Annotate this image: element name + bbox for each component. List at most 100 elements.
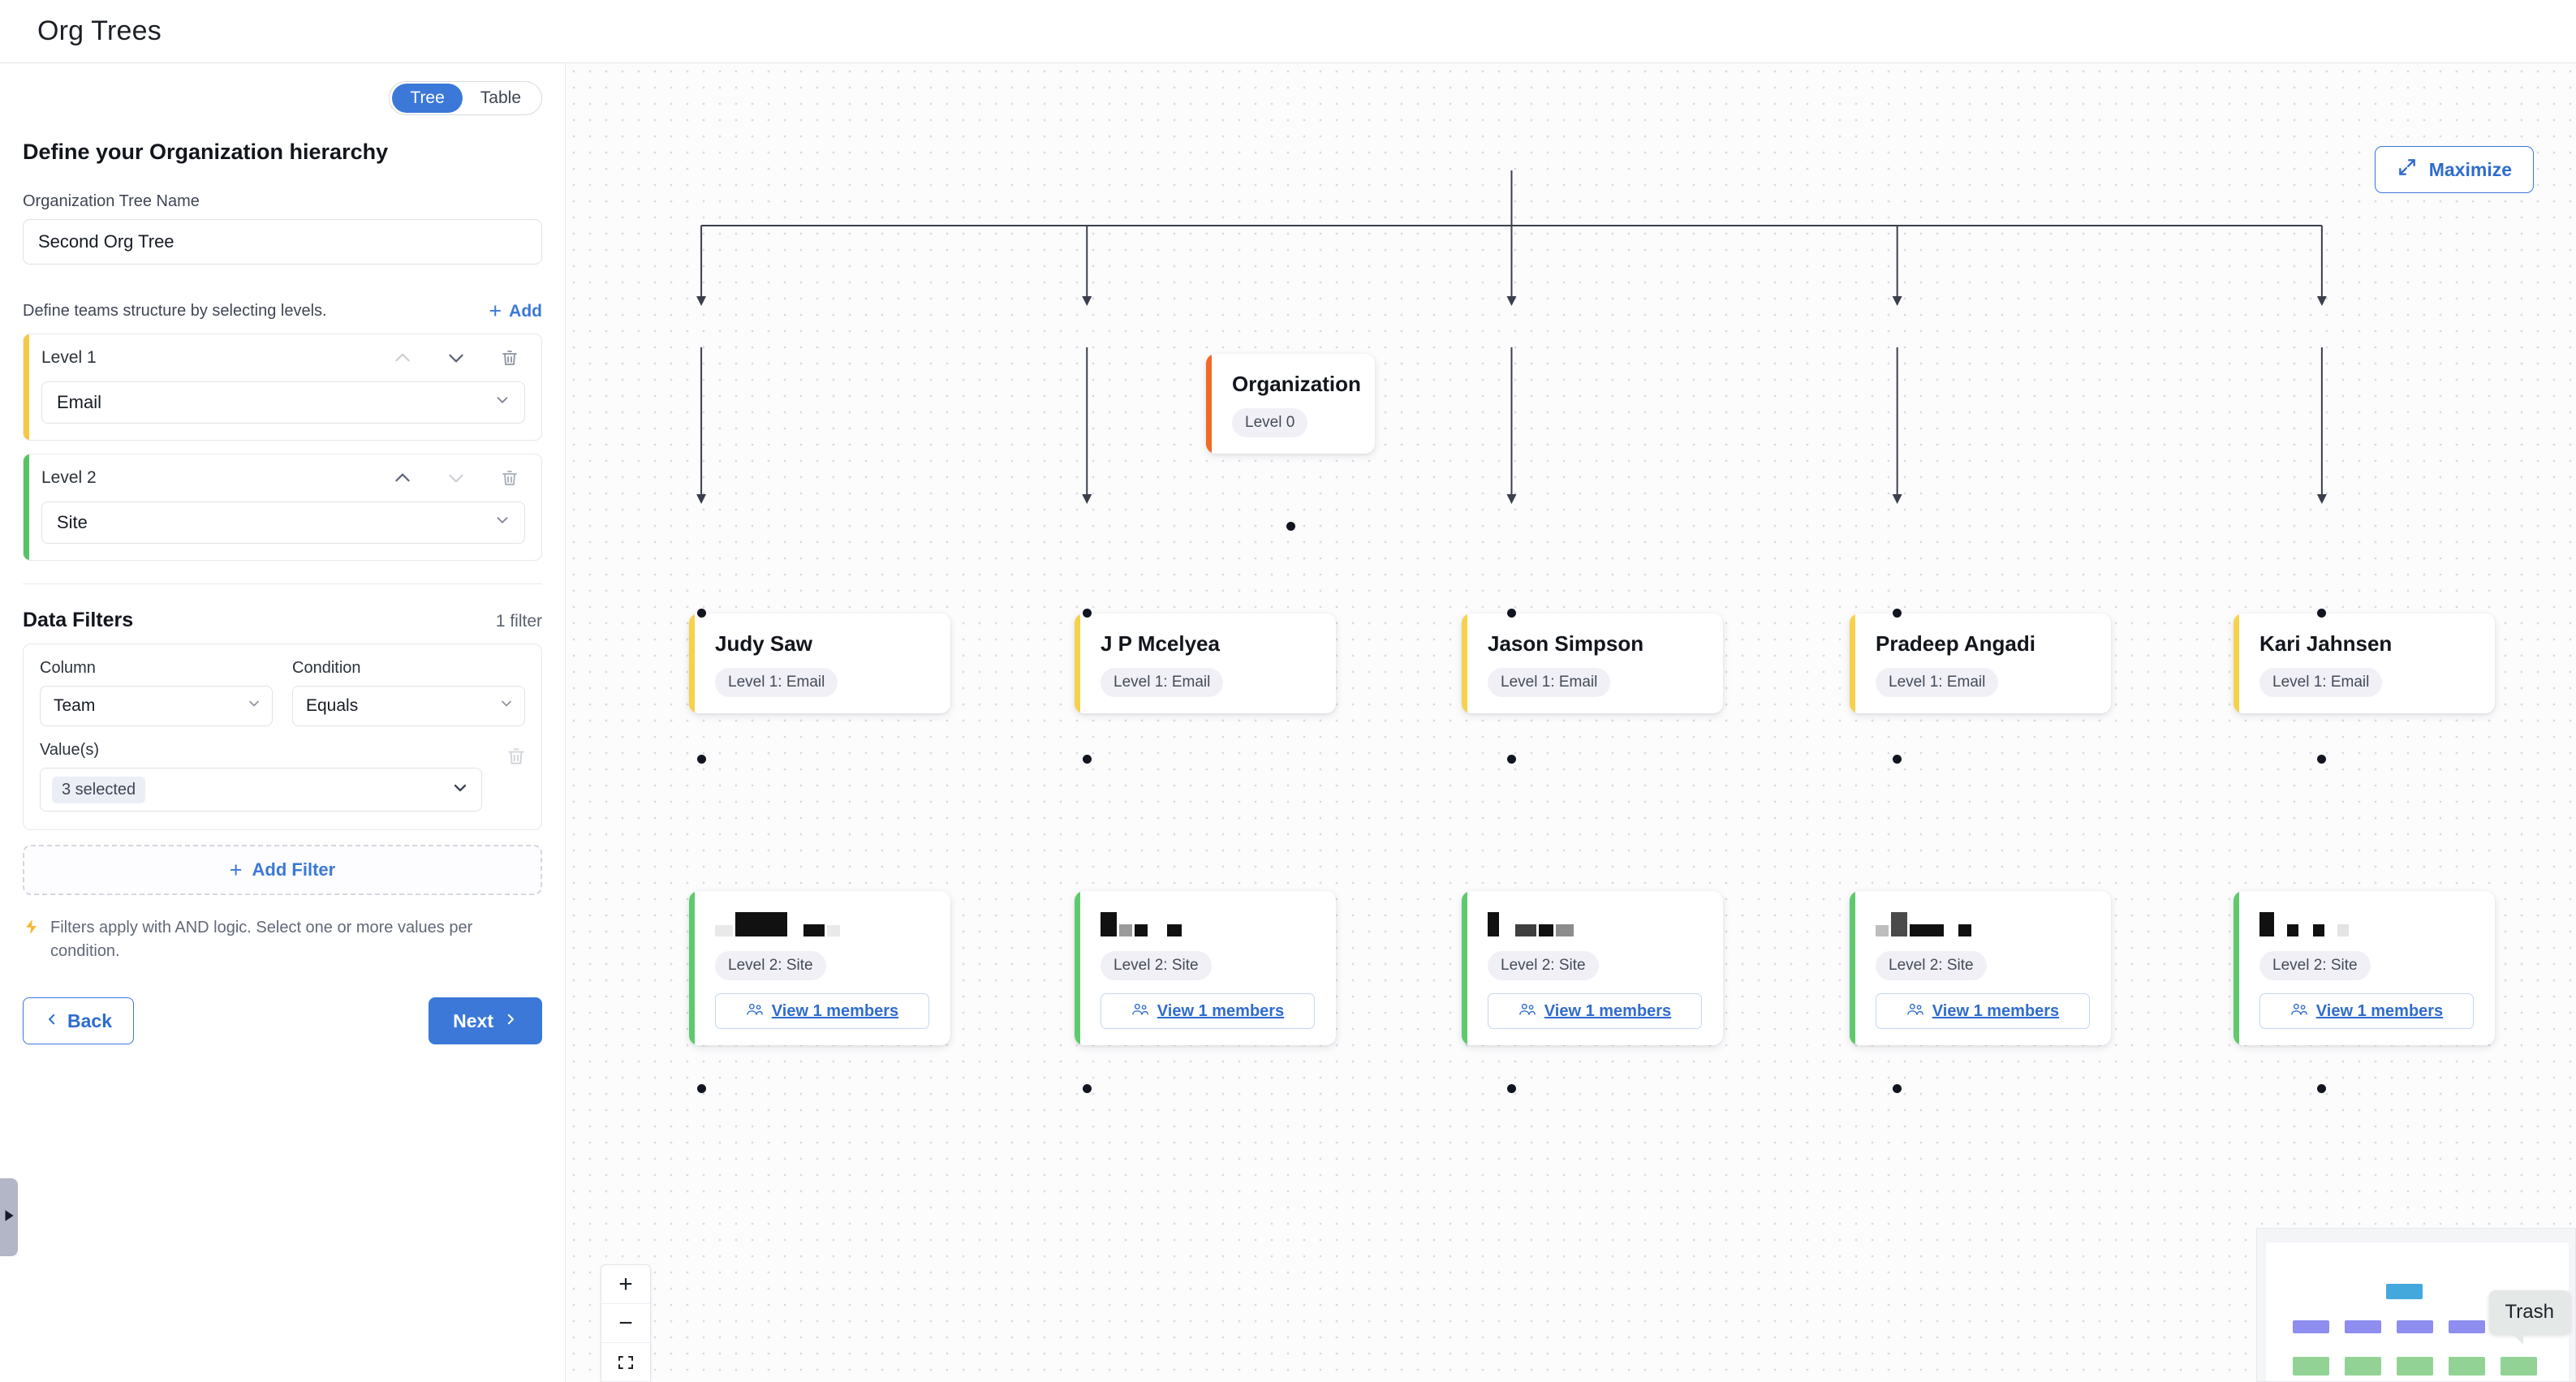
org-node-level2[interactable]: Level 2: Site View 1 members (1850, 891, 2111, 1045)
node-handle-dot[interactable] (1083, 755, 1092, 764)
delete-filter-icon[interactable] (506, 745, 527, 772)
level-card-2: Level 2 Site (23, 454, 542, 561)
filter-condition-select[interactable]: Equals (292, 686, 525, 726)
minimap-node-level1 (2449, 1320, 2485, 1333)
filter-condition-value: Equals (306, 696, 359, 715)
fit-view-button[interactable] (601, 1343, 650, 1382)
canvas-minimap[interactable]: Trash (2256, 1228, 2576, 1382)
node-handle-dot[interactable] (697, 609, 706, 618)
minimap-node-level2 (2449, 1357, 2485, 1376)
node-handle-dot[interactable] (2317, 609, 2326, 618)
org-node-level2[interactable]: Level 2: Site View 1 members (1462, 891, 1723, 1045)
node-handle-dot[interactable] (1893, 1084, 1902, 1093)
level-2-value: Site (57, 512, 88, 532)
expand-icon (2397, 157, 2418, 183)
org-node-root[interactable]: Organization Level 0 (1206, 354, 1375, 454)
view-members-button[interactable]: View 1 members (1876, 993, 2090, 1029)
trash-tooltip: Trash (2488, 1290, 2570, 1345)
org-tree-canvas[interactable]: Maximize (566, 63, 2576, 1382)
minimap-node-level1 (2397, 1320, 2433, 1333)
add-filter-label: Add Filter (252, 859, 336, 880)
filter-values-field: Value(s) 3 selected (40, 741, 482, 812)
level-1-value: Email (57, 392, 102, 412)
node-handle-dot[interactable] (1083, 1084, 1092, 1093)
node-handle-dot[interactable] (1083, 609, 1092, 618)
maximize-button[interactable]: Maximize (2374, 146, 2534, 193)
page-title: Org Trees (37, 15, 162, 46)
org-node-level1[interactable]: J P Mcelyea Level 1: Email (1075, 614, 1336, 713)
filter-count: 1 filter (495, 612, 542, 631)
org-node-level1[interactable]: Pradeep Angadi Level 1: Email (1850, 614, 2111, 713)
move-up-icon[interactable] (392, 347, 413, 368)
filter-row: Column Team Condition Equals (23, 644, 542, 830)
level-1-select[interactable]: Email (41, 381, 525, 424)
chevron-down-icon (493, 511, 511, 534)
redacted-title (715, 909, 929, 936)
org-node-title: Judy Saw (715, 631, 812, 656)
org-node-level-badge: Level 2: Site (1101, 951, 1212, 980)
node-handle-dot[interactable] (1507, 755, 1516, 764)
tree-name-input[interactable]: Second Org Tree (23, 219, 542, 265)
maximize-label: Maximize (2428, 158, 2512, 180)
node-handle-dot[interactable] (1507, 609, 1516, 618)
view-members-button[interactable]: View 1 members (715, 993, 929, 1029)
app-shell: Tree Table Define your Organization hier… (0, 63, 2576, 1382)
back-label: Back (67, 1010, 112, 1031)
org-node-level2[interactable]: Level 2: Site View 1 members (2234, 891, 2495, 1045)
next-button[interactable]: Next (429, 997, 542, 1044)
app-header: Org Trees (0, 0, 2576, 63)
org-node-level2-body: Level 2: Site View 1 members (1462, 891, 1723, 1045)
add-level-button[interactable]: + Add (489, 300, 542, 322)
data-filters-title: Data Filters (23, 609, 134, 631)
org-node-root-body: Organization Level 0 (1206, 354, 1375, 454)
view-toggle[interactable]: Tree Table (389, 81, 542, 115)
redacted-title (2259, 909, 2474, 936)
node-handle-dot[interactable] (2317, 1084, 2326, 1093)
org-node-level-badge: Level 1: Email (2259, 668, 2383, 697)
org-node-level2[interactable]: Level 2: Site View 1 members (689, 891, 950, 1045)
view-members-button[interactable]: View 1 members (1488, 993, 1702, 1029)
delete-level-icon[interactable] (499, 467, 520, 489)
node-handle-dot[interactable] (1507, 1084, 1516, 1093)
zoom-in-button[interactable]: + (601, 1265, 650, 1304)
move-down-icon[interactable] (446, 347, 467, 368)
org-node-level1[interactable]: Jason Simpson Level 1: Email (1462, 614, 1723, 713)
back-button[interactable]: Back (23, 997, 134, 1044)
move-down-icon[interactable] (446, 467, 467, 489)
zoom-controls: + − (601, 1264, 651, 1382)
redacted-title (1101, 909, 1315, 936)
node-handle-dot[interactable] (1893, 609, 1902, 618)
add-filter-button[interactable]: + Add Filter (23, 845, 542, 895)
filter-column-field: Column Team (40, 659, 273, 726)
org-node-level1[interactable]: Kari Jahnsen Level 1: Email (2234, 614, 2495, 713)
view-members-button[interactable]: View 1 members (1101, 993, 1315, 1029)
redacted-title (1876, 909, 2090, 936)
tab-tree[interactable]: Tree (392, 84, 463, 113)
node-handle-dot[interactable] (1286, 522, 1295, 531)
node-handle-dot[interactable] (697, 755, 706, 764)
delete-level-icon[interactable] (499, 347, 520, 368)
filter-column-select[interactable]: Team (40, 686, 273, 726)
people-icon (746, 1002, 764, 1021)
move-up-icon[interactable] (392, 467, 413, 489)
zoom-out-button[interactable]: − (601, 1304, 650, 1343)
node-handle-dot[interactable] (2317, 755, 2326, 764)
level-2-select[interactable]: Site (41, 502, 525, 544)
filter-column-value: Team (54, 696, 96, 715)
level-1-name: Level 1 (41, 348, 97, 367)
panel-title: Define your Organization hierarchy (23, 140, 389, 164)
org-node-level1[interactable]: Judy Saw Level 1: Email (689, 614, 950, 713)
view-members-button[interactable]: View 1 members (2259, 993, 2474, 1029)
org-node-level-badge: Level 2: Site (2259, 951, 2371, 980)
tab-table[interactable]: Table (480, 88, 521, 107)
minimap-node-root (2386, 1284, 2423, 1299)
collapse-panel-toggle[interactable] (0, 1178, 18, 1256)
org-node-level2[interactable]: Level 2: Site View 1 members (1075, 891, 1336, 1045)
filter-values-select[interactable]: 3 selected (40, 768, 482, 812)
node-handle-dot[interactable] (697, 1084, 706, 1093)
level-2-actions (392, 467, 525, 489)
tree-name-label: Organization Tree Name (23, 192, 200, 210)
org-node-title: Kari Jahnsen (2259, 631, 2393, 656)
minimap-node-level1 (2345, 1320, 2381, 1333)
node-handle-dot[interactable] (1893, 755, 1902, 764)
